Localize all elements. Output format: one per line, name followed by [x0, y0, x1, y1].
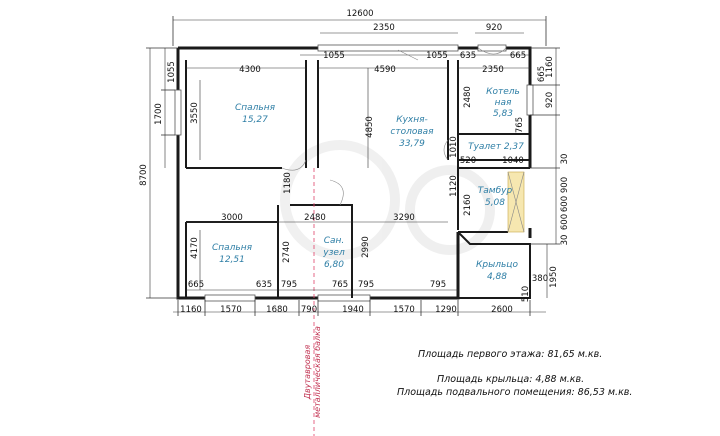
- dim-bottom-1: 1570: [220, 305, 242, 315]
- doors: [281, 47, 507, 206]
- dim-635: 635: [460, 51, 476, 61]
- dim-right-600a: 600: [560, 196, 570, 212]
- window-bottom-1: [204, 294, 256, 302]
- dim-right-920: 920: [545, 92, 555, 108]
- dim-1010: 1010: [449, 136, 459, 158]
- dim-top-window: 2350: [373, 23, 395, 33]
- summary-porch: Площадь крыльца: 4,88 м.кв.: [437, 374, 584, 385]
- dim-2160: 2160: [463, 194, 473, 216]
- dim-right-30a: 30: [560, 154, 570, 165]
- room-porch-area: 4,88: [487, 272, 507, 282]
- watermark-logo: [280, 140, 495, 260]
- dim-1120: 1120: [449, 175, 459, 197]
- dim-520: 520: [460, 156, 476, 166]
- dim-2350: 2350: [482, 65, 504, 75]
- room-bedroom1-name: Спальня: [235, 103, 276, 113]
- dim-bottom-635: 635: [256, 280, 272, 290]
- dim-4300: 4300: [239, 65, 261, 75]
- dim-bottom-6: 1290: [435, 305, 457, 315]
- dim-left-1055: 1055: [167, 61, 177, 83]
- dim-right-1950: 1950: [549, 266, 559, 288]
- dim-3000: 3000: [221, 213, 243, 223]
- room-bedroom1-area: 15,27: [242, 115, 268, 125]
- dim-4170: 4170: [190, 237, 200, 259]
- dim-bottom-3: 790: [301, 305, 317, 315]
- dim-right-665: 665: [537, 66, 547, 82]
- dim-bottom-5: 1570: [393, 305, 415, 315]
- dim-3550: 3550: [190, 102, 200, 124]
- dim-top-total: 12600: [346, 9, 373, 19]
- window-left: [174, 89, 182, 136]
- room-bedroom2-area: 12,51: [219, 255, 245, 265]
- dim-right-600b: 600: [560, 214, 570, 230]
- dim-1040: 1040: [502, 156, 524, 166]
- bottom-dimensions: 1160 1570 1680 790 1940 1570 1290 2600: [173, 300, 546, 316]
- dim-1055-b: 1055: [426, 51, 448, 61]
- window-bottom-2: [317, 294, 371, 302]
- dim-left-1700: 1700: [154, 103, 164, 125]
- room-porch-name: Крыльцо: [476, 260, 518, 270]
- dim-top-right: 920: [486, 23, 502, 33]
- dim-4590: 4590: [374, 65, 396, 75]
- dim-2740: 2740: [282, 241, 292, 263]
- dim-2480-v: 2480: [463, 86, 473, 108]
- window-top-right: [477, 44, 507, 52]
- dim-3290: 3290: [393, 213, 415, 223]
- room-bathroom-area: 6,80: [324, 260, 344, 270]
- area-summary: Площадь первого этажа: 81,65 м.кв. Площа…: [397, 349, 632, 398]
- room-toilet-name: Туалет: [468, 142, 502, 152]
- room-boiler-area: 5,83: [493, 109, 513, 119]
- window-top: [317, 44, 459, 52]
- stairs: [507, 171, 525, 233]
- dim-2480-h: 2480: [304, 213, 326, 223]
- room-kitchen-area: 33,79: [399, 139, 425, 149]
- dim-right-380: 380: [532, 274, 548, 284]
- room-bathroom-name2: узел: [322, 248, 345, 258]
- room-bedroom2-name: Спальня: [212, 243, 253, 253]
- room-kitchen-name2: столовая: [390, 127, 434, 137]
- right-dimensions: 1160 665 920 30 900 600 600 30 380 1950 …: [521, 47, 570, 302]
- dim-765: 765: [515, 117, 525, 133]
- dim-bottom-2: 1680: [266, 305, 288, 315]
- room-bathroom-name1: Сан.: [324, 236, 345, 246]
- dim-2990: 2990: [361, 236, 371, 258]
- top-dimensions: 12600 2350 920 1055 1055 635 665: [172, 9, 547, 61]
- dim-right-30b: 30: [560, 235, 570, 246]
- beam-label-line2: металлическая балка: [313, 326, 322, 418]
- dim-bottom-765: 765: [332, 280, 348, 290]
- room-labels: Спальня 15,27 Кухня- столовая 33,79 Коте…: [212, 87, 524, 282]
- dim-right-900: 900: [560, 177, 570, 193]
- room-kitchen-name1: Кухня-: [396, 115, 428, 125]
- room-toilet-area: 2,37: [504, 142, 524, 152]
- dim-4850: 4850: [365, 116, 375, 138]
- dim-bottom-795-a: 795: [281, 280, 297, 290]
- dim-left-total: 8700: [139, 164, 149, 186]
- summary-first-floor: Площадь первого этажа: 81,65 м.кв.: [418, 349, 602, 360]
- room-vestibule-name: Тамбур: [478, 186, 513, 196]
- beam-label: Двутавровая металлическая балка: [303, 326, 322, 418]
- dim-1055-a: 1055: [323, 51, 345, 61]
- room-toilet-label: Туалет 2,37: [468, 142, 524, 152]
- dim-bottom-795-c: 795: [430, 280, 446, 290]
- room-vestibule-area: 5,08: [485, 198, 505, 208]
- dim-bottom-795-b: 795: [358, 280, 374, 290]
- dim-bottom-7: 2600: [491, 305, 513, 315]
- room-boiler-name1: Котель: [486, 87, 520, 97]
- dim-1180: 1180: [283, 172, 293, 194]
- summary-basement: Площадь подвального помещения: 86,53 м.к…: [397, 387, 632, 398]
- dim-bottom-4: 1940: [342, 305, 364, 315]
- dim-bottom-665: 665: [188, 280, 204, 290]
- dim-665: 665: [510, 51, 526, 61]
- beam-label-line1: Двутавровая: [303, 345, 312, 401]
- dim-right-510: 510: [521, 286, 531, 302]
- window-right: [526, 84, 534, 116]
- dim-right-1160: 1160: [545, 56, 555, 78]
- dim-bottom-0: 1160: [180, 305, 202, 315]
- interior-dimensions: 4300 4590 2350 2480 3550 4850 765 1010 5…: [188, 65, 525, 290]
- room-boiler-name2: ная: [495, 98, 512, 108]
- interior-dimension-lines: [186, 67, 530, 291]
- left-dimensions: 8700 1700 1055: [139, 47, 178, 299]
